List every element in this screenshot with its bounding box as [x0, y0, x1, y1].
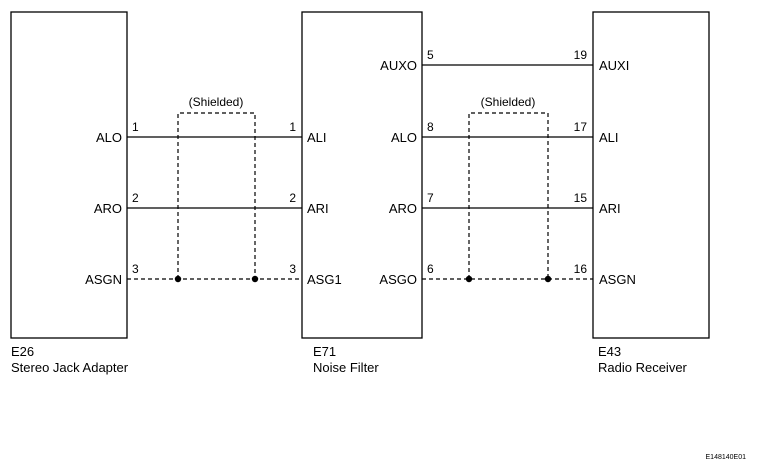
e71-pin-label-asgo: ASGO: [379, 272, 417, 287]
e71-pin-number-2: 2: [289, 191, 296, 205]
figure-id: E148140E01: [706, 454, 747, 461]
shield-junction-dot: [251, 275, 259, 283]
e71-pin-number-3: 3: [289, 262, 296, 276]
e43-pin-number-16: 16: [574, 262, 588, 276]
component-box-e26: [10, 11, 128, 339]
component-name-e43: Radio Receiver: [598, 360, 688, 375]
e43-pin-label-ali: ALI: [599, 130, 619, 145]
shield-junction-dot: [465, 275, 473, 283]
shield-outline-left: [177, 112, 256, 279]
e26-pin-number-2: 2: [132, 191, 139, 205]
e71-pin-number-5: 5: [427, 48, 434, 62]
component-id-e71: E71: [313, 344, 336, 359]
e71-pin-label-aro: ARO: [389, 201, 417, 216]
component-name-e26: Stereo Jack Adapter: [11, 360, 129, 375]
component-box-e71: [301, 11, 423, 339]
e43-pin-number-17: 17: [574, 120, 588, 134]
e26-pin-label-alo: ALO: [96, 130, 122, 145]
e71-pin-label-auxo: AUXO: [380, 58, 417, 73]
e71-pin-number-6: 6: [427, 262, 434, 276]
shield-label-left: (Shielded): [189, 95, 244, 109]
shield-junction-dot: [544, 275, 552, 283]
component-box-e43: [592, 11, 710, 339]
e26-pin-label-aro: ARO: [94, 201, 122, 216]
e71-pin-label-ari: ARI: [307, 201, 329, 216]
e71-pin-number-7: 7: [427, 191, 434, 205]
shield-label-right: (Shielded): [481, 95, 536, 109]
e26-pin-number-1: 1: [132, 120, 139, 134]
e43-pin-number-19: 19: [574, 48, 588, 62]
shield-outline-right: [468, 112, 549, 279]
component-id-e43: E43: [598, 344, 621, 359]
e43-pin-label-ari: ARI: [599, 201, 621, 216]
e43-pin-number-15: 15: [574, 191, 588, 205]
shield-junction-dot: [174, 275, 182, 283]
e26-pin-label-asgn: ASGN: [85, 272, 122, 287]
e71-pin-number-1: 1: [289, 120, 296, 134]
e26-pin-number-3: 3: [132, 262, 139, 276]
e71-pin-label-asg1: ASG1: [307, 272, 342, 287]
component-id-e26: E26: [11, 344, 34, 359]
e71-pin-number-8: 8: [427, 120, 434, 134]
e71-pin-label-ali: ALI: [307, 130, 327, 145]
e43-pin-label-asgn: ASGN: [599, 272, 636, 287]
e43-pin-label-auxi: AUXI: [599, 58, 629, 73]
e71-pin-label-alo: ALO: [391, 130, 417, 145]
component-name-e71: Noise Filter: [313, 360, 379, 375]
